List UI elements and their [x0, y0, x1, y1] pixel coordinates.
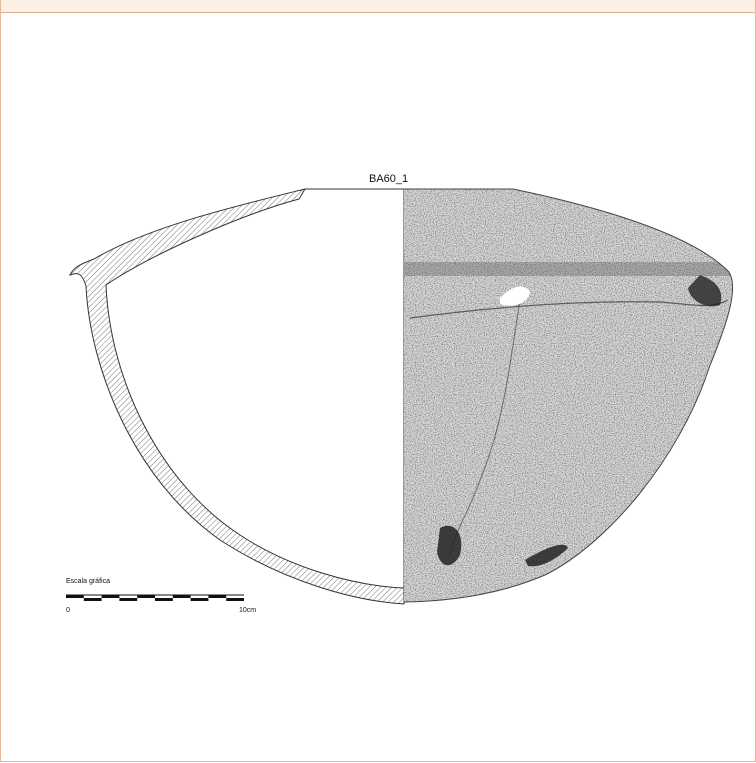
scale-bar: [66, 594, 244, 602]
exterior-surface: [404, 189, 733, 602]
scale-caption: Escala gráfica: [66, 578, 110, 585]
figure-title: BA60_1: [369, 173, 408, 185]
section-profile: [69, 188, 405, 605]
header-band: [0, 0, 756, 13]
exterior-outline: [403, 188, 734, 603]
scale-start-label: 0: [66, 607, 70, 614]
scale-end-label: 10cm: [239, 607, 256, 614]
